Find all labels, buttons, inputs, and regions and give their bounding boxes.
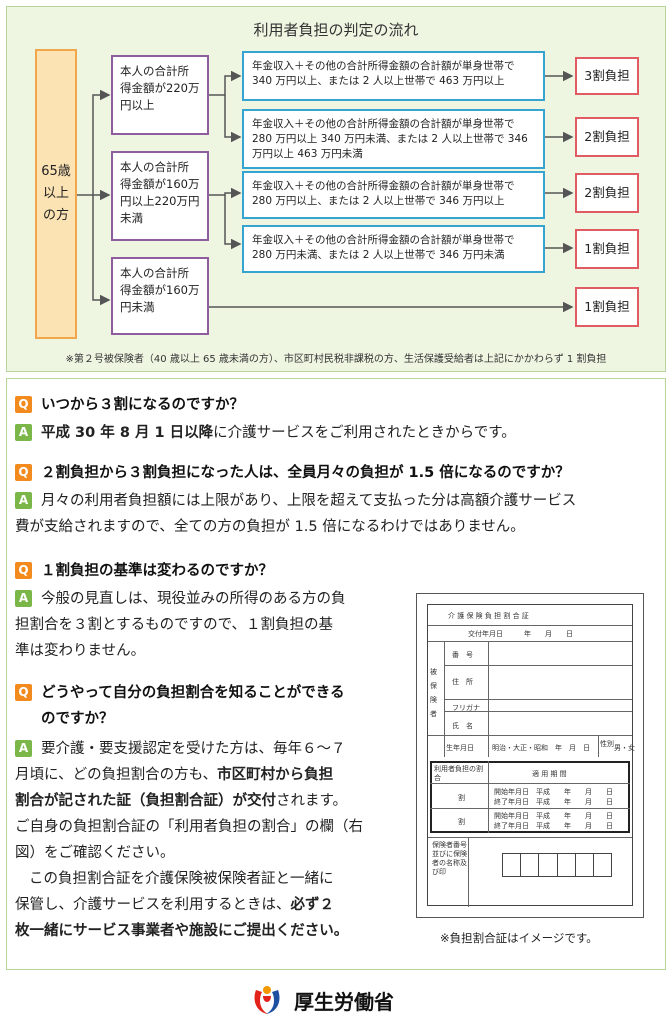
condition-box-2: 年金収入＋その他の合計所得金額の合計額が単身世帯で 280 万円以上 340 万… <box>242 109 545 169</box>
certificate-frame: 介 護 保 険 負 担 割 合 証 交付年月日 年 月 日 被保険者 番 号 住… <box>427 604 635 907</box>
a-badge-icon: A <box>15 492 32 509</box>
branch-box-1: 本人の合計所得金額が220万円以上 <box>111 55 209 135</box>
age-65-box: 65歳以上の方 <box>35 49 77 339</box>
ministry-name: 厚生労働省 <box>294 990 394 1014</box>
cert-insurer-number-boxes <box>502 853 612 877</box>
q-badge-icon: Q <box>15 562 32 579</box>
condition-box-4: 年金収入＋その他の合計所得金額の合計額が単身世帯で 280 万円未満、または 2… <box>242 225 545 273</box>
result-box-3: 2割負担 <box>575 173 639 213</box>
condition-box-3: 年金収入＋その他の合計所得金額の合計額が単身世帯で 280 万円以上、または 2… <box>242 171 545 219</box>
branch-box-3: 本人の合計所得金額が160万円未満 <box>111 257 209 335</box>
flow-arrows <box>73 70 574 313</box>
a-badge-icon: A <box>15 590 32 607</box>
flow-chart-title: 利用者負担の判定の流れ <box>253 21 419 39</box>
result-box-2: 2割負担 <box>575 117 639 157</box>
cert-insurer-label: 保険者番号並びに保険者の名称及び印 <box>432 841 467 876</box>
result-box-5: 1割負担 <box>575 287 639 327</box>
result-box-4: 1割負担 <box>575 229 639 269</box>
flow-note: ※第２号被保険者（40 歳以上 65 歳未満の方）、市区町村民税非課税の方、生活… <box>65 354 607 365</box>
cert-ratio-block <box>430 761 630 833</box>
certificate-illustration: 介 護 保 険 負 担 割 合 証 交付年月日 年 月 日 被保険者 番 号 住… <box>416 593 644 918</box>
certificate-caption: ※負担割合証はイメージです。 <box>440 931 598 945</box>
flow-chart-panel: 利用者負担の判定の流れ 65歳以上の方 本人の合計 <box>6 6 666 372</box>
qa-section: Q いつから３割になるのですか？ A 平成 30 年 8 月 1 日以降に介護サ… <box>6 378 666 970</box>
condition-box-1: 年金収入＋その他の合計所得金額の合計額が単身世帯で 340 万円以上、または 2… <box>242 51 545 101</box>
cert-issued: 交付年月日 年 月 日 <box>468 630 573 638</box>
a-badge-icon: A <box>15 740 32 757</box>
ministry-logo-icon <box>254 986 280 1014</box>
a-badge-icon: A <box>15 424 32 441</box>
q-badge-icon: Q <box>15 464 32 481</box>
q-badge-icon: Q <box>15 396 32 413</box>
cert-insured-label: 被保険者 <box>430 668 437 718</box>
branch-box-2: 本人の合計所得金額が160万円以上220万円未満 <box>111 151 209 241</box>
cert-title: 介 護 保 険 負 担 割 合 証 <box>448 612 529 620</box>
q-badge-icon: Q <box>15 684 32 701</box>
result-box-1: 3割負担 <box>575 57 639 95</box>
